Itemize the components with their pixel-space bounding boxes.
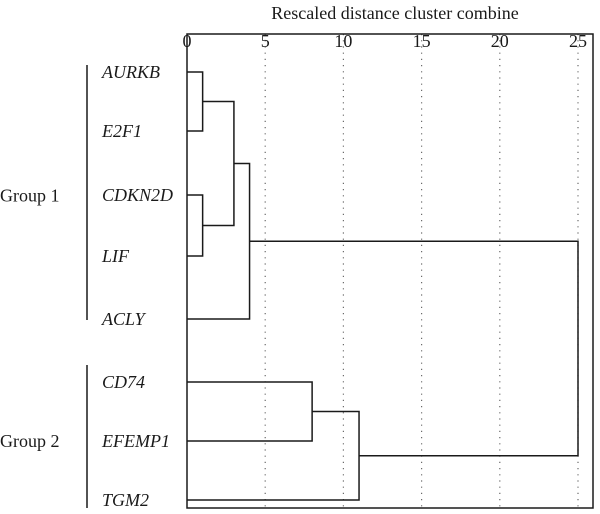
dendrogram-links [187,71,579,501]
merge-link-2 [187,194,204,257]
leaf-label-cdkn2d: CDKN2D [102,185,173,205]
chart-title: Rescaled distance cluster combine [271,3,518,23]
x-tick-label-20: 20 [491,31,509,51]
x-tick-label-10: 10 [334,31,352,51]
leaf-label-tgm2: TGM2 [102,490,149,510]
leaf-label-cd74: CD74 [102,372,145,392]
x-tick-label-5: 5 [261,31,270,51]
merge-link-6 [187,410,360,501]
plot-frame [186,33,594,509]
x-tick-label-25: 25 [569,31,587,51]
merge-link-7 [249,240,579,457]
leaf-label-aurkb: AURKB [101,62,160,82]
x-tick-label-15: 15 [413,31,431,51]
group-label-1: Group 1 [0,186,60,206]
x-axis: 0 5 10 15 20 25 [183,31,588,51]
leaf-label-e2f1: E2F1 [101,121,142,141]
merge-link-5 [187,381,313,442]
merge-link-1 [187,71,204,132]
leaf-label-efemp1: EFEMP1 [101,431,170,451]
leaf-label-lif: LIF [101,246,130,266]
leaf-label-acly: ACLY [101,309,147,329]
group-label-2: Group 2 [0,431,60,451]
merge-link-3 [202,100,235,227]
group-annotations: Group 1 Group 2 [0,65,88,508]
merge-link-4 [187,162,251,320]
x-tick-label-0: 0 [183,31,192,51]
